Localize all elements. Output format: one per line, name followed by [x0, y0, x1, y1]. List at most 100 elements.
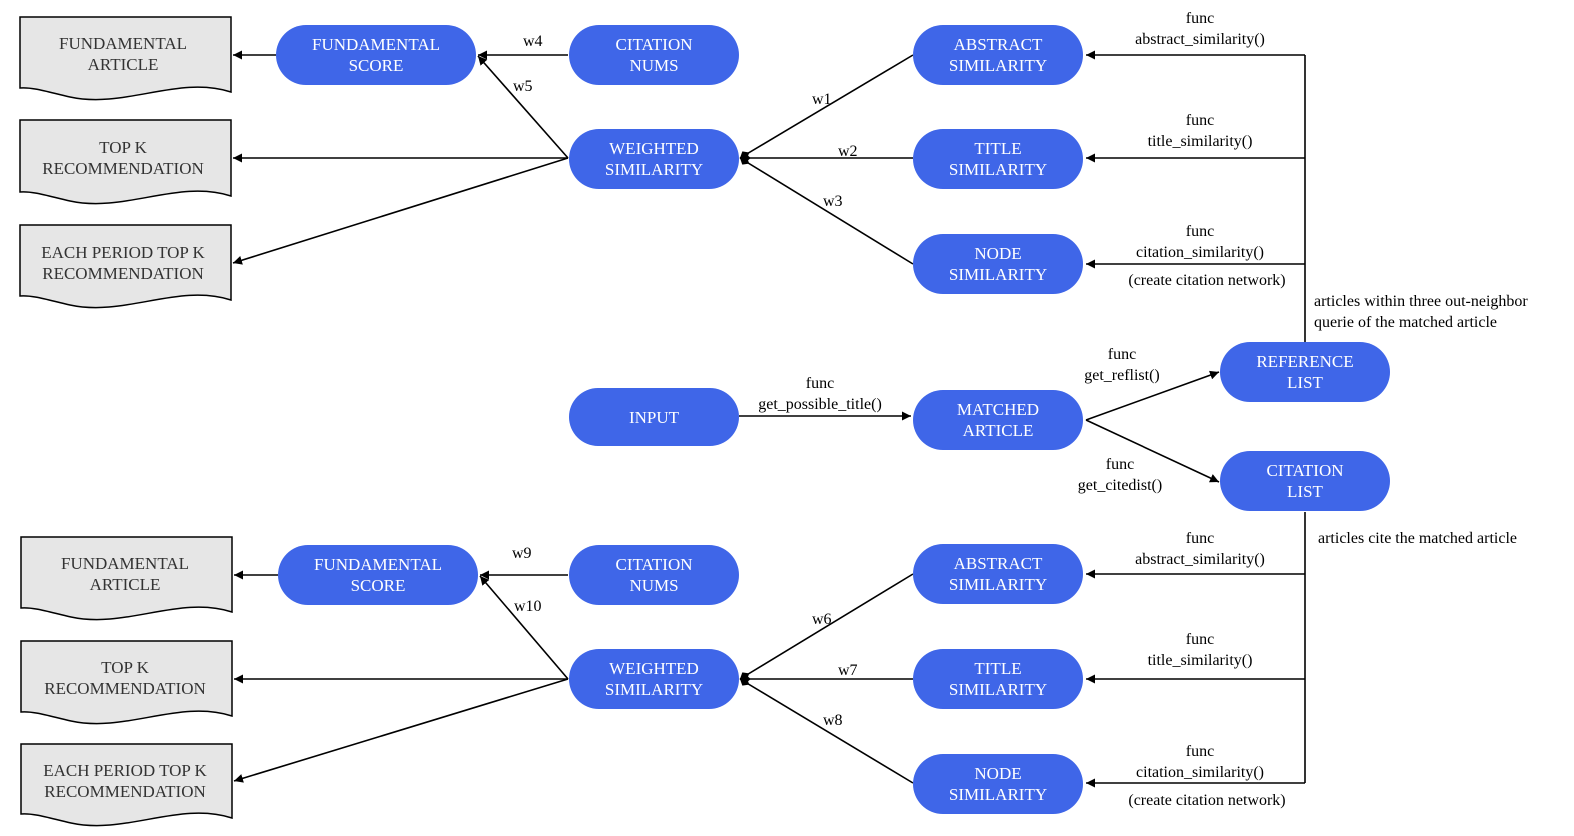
edge-node-to-weighted-top [739, 156, 914, 265]
node-label-line2: SIMILARITY [949, 785, 1047, 804]
node-input: INPUT [569, 388, 739, 446]
edge-weighted-to-eachperiod-bottom [233, 678, 569, 783]
doc-label-line1: TOP K [99, 138, 147, 157]
weight-w10: w10 [514, 598, 542, 615]
func-bottom-title-line2: title_similarity() [1148, 652, 1253, 669]
node-title-similarity-bottom: TITLE SIMILARITY [913, 649, 1083, 709]
node-label-line2: SIMILARITY [605, 160, 703, 179]
doc-top-k-top: TOP K RECOMMENDATION [19, 119, 232, 205]
process-nodes: FUNDAMENTAL SCORE CITATION NUMS WEIGHTED… [276, 25, 1390, 814]
output-documents: FUNDAMENTAL ARTICLE TOP K RECOMMENDATION… [19, 16, 233, 827]
func-top-citation-line1: func [1186, 223, 1214, 240]
node-label-line2: SCORE [349, 56, 404, 75]
edge-abstract-to-weighted-bottom [739, 573, 914, 681]
edge-matched-to-citelist [1085, 419, 1220, 483]
weight-w4: w4 [523, 33, 543, 50]
func-get-citedist-line2: get_citedist() [1078, 477, 1162, 494]
node-fundamental-score-bottom: FUNDAMENTAL SCORE [278, 545, 478, 605]
func-bottom-citation-line1: func [1186, 743, 1214, 760]
node-node-similarity-bottom: NODE SIMILARITY [913, 754, 1083, 814]
weight-w7: w7 [838, 662, 858, 679]
node-label-line1: CITATION [1266, 461, 1343, 480]
edge-abstract-to-weighted-top [739, 54, 914, 160]
node-title-similarity-top: TITLE SIMILARITY [913, 129, 1083, 189]
edge-weighted-to-eachperiod-top [232, 157, 569, 265]
weight-w8: w8 [823, 712, 843, 729]
node-label-line1: FUNDAMENTAL [312, 35, 440, 54]
node-label-line2: SCORE [351, 576, 406, 595]
weight-w9: w9 [512, 545, 532, 562]
node-label-line1: TITLE [974, 659, 1021, 678]
node-abstract-similarity-top: ABSTRACT SIMILARITY [913, 25, 1083, 85]
doc-label-line2: RECOMMENDATION [44, 679, 206, 698]
node-label-line2: SIMILARITY [949, 575, 1047, 594]
node-label-line1: REFERENCE [1256, 352, 1353, 371]
weight-w5: w5 [513, 78, 533, 95]
doc-label-line1: EACH PERIOD TOP K [43, 761, 207, 780]
note-reference-scope-line2: querie of the matched article [1314, 314, 1497, 331]
weight-w6: w6 [812, 611, 832, 628]
doc-label-line2: ARTICLE [88, 55, 159, 74]
node-label-line2: SIMILARITY [605, 680, 703, 699]
edge-node-to-weighted-bottom [739, 677, 914, 784]
node-label-line1: MATCHED [957, 400, 1039, 419]
doc-label-line1: TOP K [101, 658, 149, 677]
edge-weighted-to-fscore-top [477, 55, 569, 159]
node-citation-nums-bottom: CITATION NUMS [569, 545, 739, 605]
node-citation-nums-top: CITATION NUMS [569, 25, 739, 85]
func-top-title-line1: func [1186, 112, 1214, 129]
node-label-line1: WEIGHTED [609, 139, 699, 158]
func-bottom-citation-line2: citation_similarity() [1136, 764, 1264, 781]
node-weighted-similarity-top: WEIGHTED SIMILARITY [569, 129, 739, 189]
doc-label-line1: FUNDAMENTAL [61, 554, 189, 573]
edges [232, 50, 1306, 788]
node-label-line2: NUMS [629, 56, 678, 75]
weight-w1: w1 [812, 91, 832, 108]
edge-matched-to-reflist [1085, 370, 1220, 421]
node-label-line2: ARTICLE [963, 421, 1034, 440]
node-abstract-similarity-bottom: ABSTRACT SIMILARITY [913, 544, 1083, 604]
doc-label-line2: RECOMMENDATION [42, 159, 204, 178]
node-fundamental-score-top: FUNDAMENTAL SCORE [276, 25, 476, 85]
note-citation-scope: articles cite the matched article [1318, 530, 1517, 547]
doc-label-line2: ARTICLE [90, 575, 161, 594]
func-bottom-citation-note: (create citation network) [1128, 792, 1285, 809]
doc-fundamental-article-bottom: FUNDAMENTAL ARTICLE [20, 536, 233, 621]
doc-label-line2: RECOMMENDATION [44, 782, 206, 801]
doc-each-period-top: EACH PERIOD TOP K RECOMMENDATION [19, 224, 232, 309]
node-label-line1: FUNDAMENTAL [314, 555, 442, 574]
doc-label-line2: RECOMMENDATION [42, 264, 204, 283]
node-label-line2: LIST [1287, 482, 1324, 501]
weight-w3: w3 [823, 193, 843, 210]
node-matched-article: MATCHED ARTICLE [913, 390, 1083, 450]
func-top-abstract-line1: func [1186, 10, 1214, 27]
func-top-title-line2: title_similarity() [1148, 133, 1253, 150]
scope-notes: articles within three out-neighbor queri… [1314, 293, 1528, 547]
func-bottom-abstract-line2: abstract_similarity() [1135, 551, 1265, 568]
note-reference-scope-line1: articles within three out-neighbor [1314, 293, 1528, 310]
function-labels: func get_possible_title() func get_refli… [758, 10, 1285, 809]
func-top-citation-line2: citation_similarity() [1136, 244, 1264, 261]
node-label-line2: SIMILARITY [949, 265, 1047, 284]
func-get-possible-title-line1: func [806, 375, 834, 392]
weight-labels: w4 w5 w1 w2 w3 w9 w10 w6 w7 w8 [512, 33, 858, 729]
func-get-reflist-line2: get_reflist() [1084, 367, 1160, 384]
doc-each-period-bottom: EACH PERIOD TOP K RECOMMENDATION [20, 743, 233, 827]
node-label-line1: ABSTRACT [954, 554, 1043, 573]
doc-label-line1: EACH PERIOD TOP K [41, 243, 205, 262]
node-reference-list: REFERENCE LIST [1220, 342, 1390, 402]
node-label-line2: SIMILARITY [949, 680, 1047, 699]
node-label-line1: WEIGHTED [609, 659, 699, 678]
doc-top-k-bottom: TOP K RECOMMENDATION [20, 640, 233, 725]
doc-fundamental-article-top: FUNDAMENTAL ARTICLE [19, 16, 232, 101]
func-bottom-title-line1: func [1186, 631, 1214, 648]
weight-w2: w2 [838, 143, 858, 160]
node-label-line2: NUMS [629, 576, 678, 595]
edge-weighted-to-fscore-bottom [479, 575, 569, 680]
node-citation-list: CITATION LIST [1220, 451, 1390, 511]
node-weighted-similarity-bottom: WEIGHTED SIMILARITY [569, 649, 739, 709]
node-label-line1: ABSTRACT [954, 35, 1043, 54]
func-bottom-abstract-line1: func [1186, 530, 1214, 547]
node-label-line1: NODE [974, 764, 1021, 783]
